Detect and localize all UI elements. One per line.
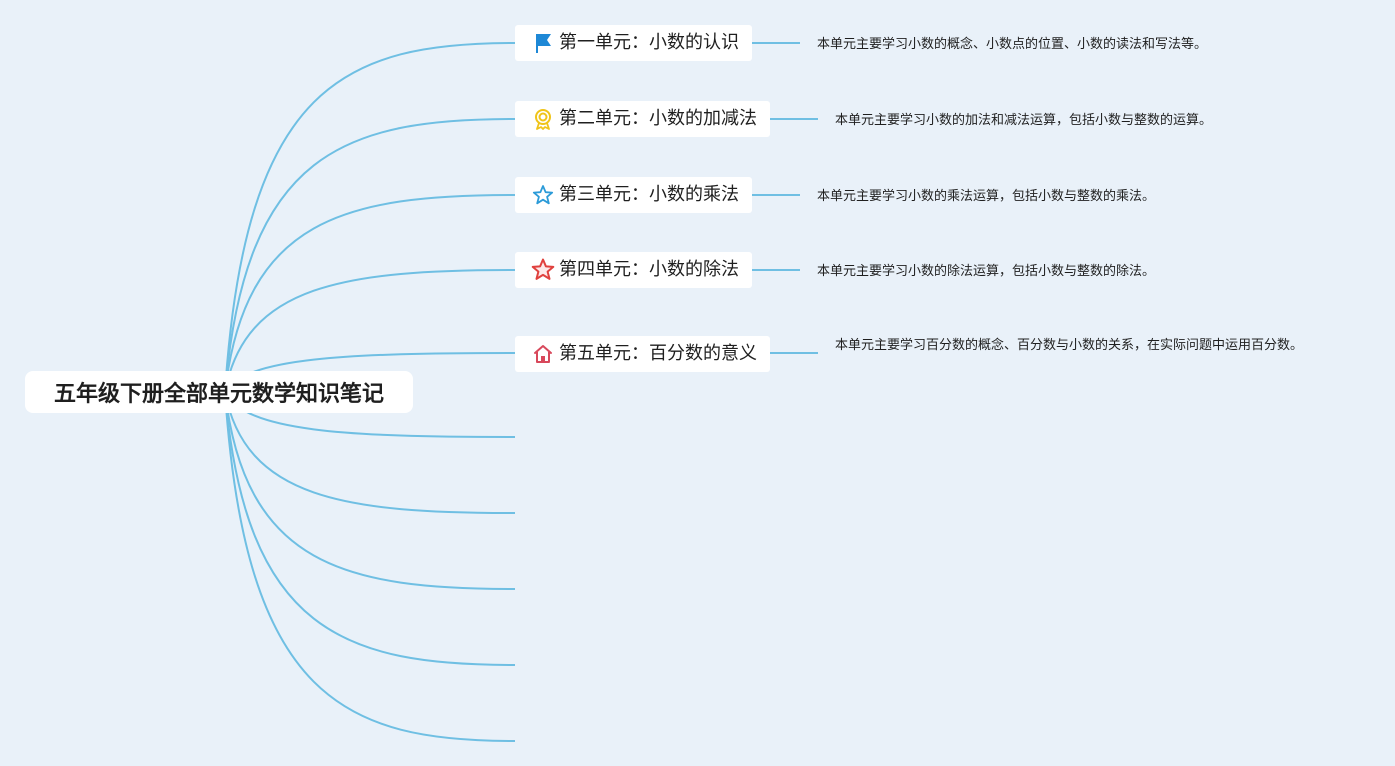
- house-icon: [531, 342, 555, 366]
- branch-line-7: [224, 391, 516, 514]
- root-topic[interactable]: 五年级下册全部单元数学知识笔记: [25, 371, 413, 413]
- branch-line-2: [224, 118, 516, 393]
- star-outline-icon: [531, 183, 555, 207]
- note-unit-3: 本单元主要学习小数的乘法运算，包括小数与整数的乘法。: [817, 189, 1156, 204]
- branch-line-3: [224, 194, 516, 393]
- topic-unit-4[interactable]: 第四单元：小数的除法: [515, 252, 752, 288]
- branch-line-1: [224, 42, 516, 393]
- branch-line-9: [224, 391, 516, 666]
- topic-unit-5-label: 第五单元：百分数的意义: [559, 343, 757, 364]
- note-unit-1: 本单元主要学习小数的概念、小数点的位置、小数的读法和写法等。: [817, 37, 1208, 52]
- note-unit-2: 本单元主要学习小数的加法和减法运算，包括小数与整数的运算。: [835, 113, 1213, 128]
- topic-unit-3[interactable]: 第三单元：小数的乘法: [515, 177, 752, 213]
- topic-unit-3-label: 第三单元：小数的乘法: [559, 184, 739, 205]
- branch-line-4: [224, 269, 516, 393]
- star-red-icon: [531, 258, 555, 282]
- root-topic-label: 五年级下册全部单元数学知识笔记: [53, 382, 384, 407]
- branch-line-10: [224, 391, 516, 742]
- topic-unit-1[interactable]: 第一单元：小数的认识: [515, 25, 752, 61]
- flag-icon: [531, 31, 555, 55]
- topic-unit-1-label: 第一单元：小数的认识: [559, 32, 739, 53]
- topic-unit-4-label: 第四单元：小数的除法: [559, 259, 739, 280]
- topic-unit-2[interactable]: 第二单元：小数的加减法: [515, 101, 770, 137]
- note-unit-5: 本单元主要学习百分数的概念、百分数与小数的关系，在实际问题中运用百分数。: [835, 338, 1304, 353]
- branch-line-8: [224, 391, 516, 590]
- topic-unit-5[interactable]: 第五单元：百分数的意义: [515, 336, 770, 372]
- medal-icon: [531, 107, 555, 131]
- topic-unit-2-label: 第二单元：小数的加减法: [559, 108, 757, 129]
- note-unit-4: 本单元主要学习小数的除法运算，包括小数与整数的除法。: [817, 264, 1156, 279]
